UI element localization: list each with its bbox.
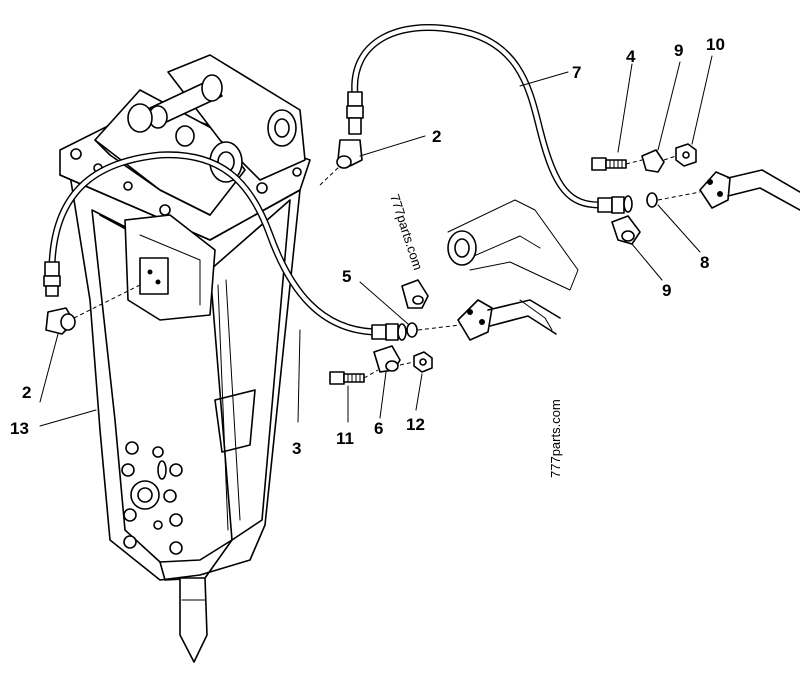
callout-8: 8 xyxy=(700,253,709,272)
plate-bolts xyxy=(70,148,302,216)
elbow-fitting-lower xyxy=(45,284,141,335)
callout-13: 13 xyxy=(10,419,29,438)
hose-7 xyxy=(346,24,633,214)
callout-4: 4 xyxy=(626,47,636,66)
callout-11: 11 xyxy=(336,429,354,448)
leader-lines xyxy=(39,55,713,427)
callout-7: 7 xyxy=(572,63,581,82)
callout-9-upper: 9 xyxy=(674,41,683,60)
watermark-upper: 777parts.com xyxy=(387,192,426,272)
right-clamp-group xyxy=(591,143,800,245)
callout-12: 12 xyxy=(406,415,425,434)
callout-5: 5 xyxy=(342,267,351,286)
callout-2-lower: 2 xyxy=(22,383,31,402)
phantom-boom-arm xyxy=(447,199,579,331)
front-bolts xyxy=(121,441,183,555)
left-clamp-group xyxy=(329,279,561,385)
elbow-fitting-upper xyxy=(319,139,363,186)
breaker-body xyxy=(59,54,311,663)
watermark-lower: 777parts.com xyxy=(548,399,563,478)
callout-2-upper: 2 xyxy=(432,127,441,146)
hose-3 xyxy=(43,151,407,341)
callout-3: 3 xyxy=(292,439,301,458)
callout-10: 10 xyxy=(706,35,725,54)
callout-9-lower: 9 xyxy=(662,281,671,300)
callout-6: 6 xyxy=(374,419,383,438)
